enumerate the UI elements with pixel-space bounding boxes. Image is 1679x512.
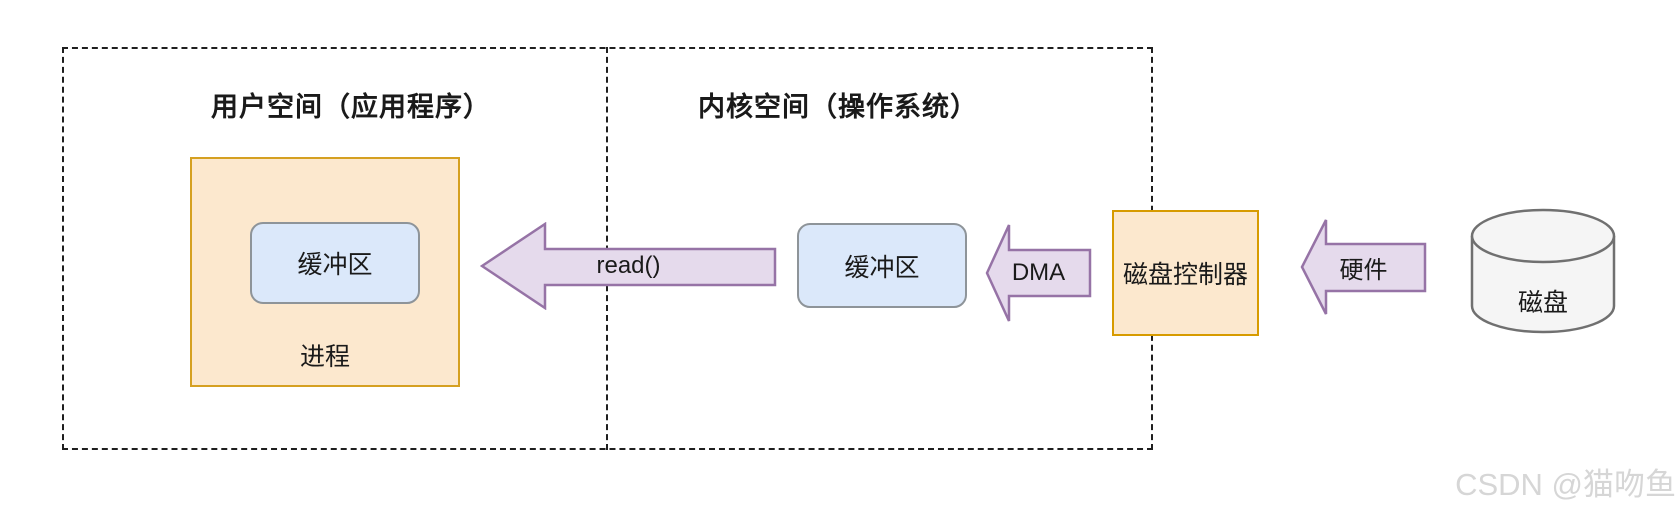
hardware-arrow-label: 硬件	[1339, 256, 1388, 284]
disk-cylinder-icon	[1470, 208, 1616, 334]
kernel-buffer-box: 缓冲区	[797, 223, 967, 308]
read-arrow-label: read()	[596, 252, 661, 279]
kernel-space-title: 内核空间（操作系统）	[698, 92, 978, 122]
dma-arrow-label: DMA	[1011, 259, 1066, 286]
disk-label: 磁盘	[1517, 289, 1568, 317]
user-space-title: 用户空间（应用程序）	[211, 92, 491, 122]
hardware-arrow: 硬件	[1300, 218, 1427, 316]
left-block-arrow-icon	[1300, 219, 1427, 315]
process-label: 进程	[299, 343, 350, 371]
disk-controller-box: 磁盘控制器	[1112, 210, 1259, 336]
left-block-arrow-icon	[985, 224, 1092, 322]
dma-arrow: DMA	[985, 223, 1092, 323]
disk: 磁盘	[1469, 207, 1617, 335]
user-buffer-box: 缓冲区	[250, 222, 420, 304]
read-arrow: read()	[480, 222, 777, 310]
left-block-arrow-icon	[480, 222, 777, 310]
csdn-watermark: CSDN @猫吻鱼	[1455, 467, 1676, 502]
